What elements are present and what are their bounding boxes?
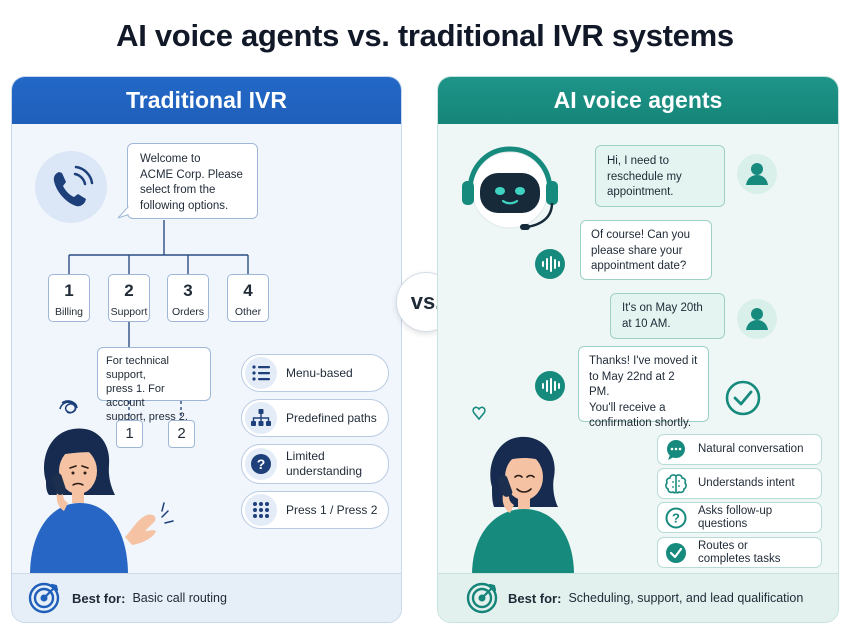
success-check-icon	[725, 380, 761, 416]
agent-voice-wave-icon	[535, 249, 565, 279]
robot-icon	[462, 146, 558, 230]
feature-asks-follow-up: ? Asks follow-up questions	[657, 502, 822, 533]
feature-predefined-paths: Predefined paths	[241, 399, 389, 437]
ivr-welcome-bubble: Welcome to ACME Corp. Please select from…	[127, 143, 258, 219]
target-icon	[28, 582, 60, 614]
user-avatar-icon	[737, 299, 777, 339]
ai-best-for-footer: Best for: Scheduling, support, and lead …	[438, 573, 838, 622]
happy-caller-illustration	[472, 406, 574, 575]
chat-icon	[665, 439, 687, 461]
best-for-value: Scheduling, support, and lead qualificat…	[568, 591, 804, 605]
ai-voice-agents-header: AI voice agents	[438, 77, 838, 124]
agent-voice-wave-icon	[535, 371, 565, 401]
brain-icon	[665, 473, 687, 495]
best-for-value: Basic call routing	[132, 591, 227, 605]
bubble-tail	[118, 205, 130, 219]
chat-agent-message-2: Thanks! I've moved it to May 22nd at 2 P…	[578, 346, 709, 429]
feature-press-1-press-2: Press 1 / Press 2	[241, 491, 389, 529]
ivr-best-for-footer: Best for: Basic call routing	[12, 573, 401, 622]
keypad-icon	[245, 494, 277, 526]
feature-natural-conversation: Natural conversation	[657, 434, 822, 465]
phone-icon	[35, 151, 107, 223]
page-title: AI voice agents vs. traditional IVR syst…	[116, 18, 734, 53]
menu-tree-connector	[68, 220, 249, 420]
confused-caller-illustration	[30, 400, 174, 575]
feature-menu-based: Menu-based	[241, 354, 389, 392]
hierarchy-icon	[245, 402, 277, 434]
menu-option-other[interactable]: 4 Other	[227, 274, 269, 322]
menu-option-orders[interactable]: 3 Orders	[167, 274, 209, 322]
menu-option-support[interactable]: 2 Support	[108, 274, 150, 322]
ai-voice-agents-panel: AI voice agents Hi, I need to reschedule…	[437, 76, 839, 623]
support-prompt-bubble: For technical support, press 1. For acco…	[97, 347, 211, 423]
traditional-ivr-panel: Traditional IVR Welcome to ACME Corp. Pl…	[11, 76, 402, 623]
chat-user-message-2: It's on May 20th at 10 AM.	[610, 293, 725, 339]
feature-understands-intent: Understands intent	[657, 468, 822, 499]
feature-routes-or-completes: Routes or completes tasks	[657, 537, 822, 568]
target-icon	[466, 582, 498, 614]
svg-text:?: ?	[672, 510, 680, 525]
check-icon	[665, 542, 687, 564]
best-for-label: Best for:	[508, 590, 562, 606]
svg-text:?: ?	[257, 456, 266, 472]
feature-limited-understanding: ? Limited understanding	[241, 444, 389, 484]
best-for-label: Best for:	[72, 590, 126, 606]
traditional-ivr-header: Traditional IVR	[12, 77, 401, 124]
question-icon: ?	[665, 507, 687, 529]
question-icon: ?	[245, 448, 277, 480]
chat-agent-message-1: Of course! Can you please share your app…	[580, 220, 712, 280]
user-avatar-icon	[737, 154, 777, 194]
sub-option-1[interactable]: 1	[116, 420, 143, 448]
menu-option-billing[interactable]: 1 Billing	[48, 274, 90, 322]
chat-user-message-1: Hi, I need to reschedule my appointment.	[595, 145, 725, 207]
sub-option-2[interactable]: 2	[168, 420, 195, 448]
list-icon	[245, 357, 277, 389]
